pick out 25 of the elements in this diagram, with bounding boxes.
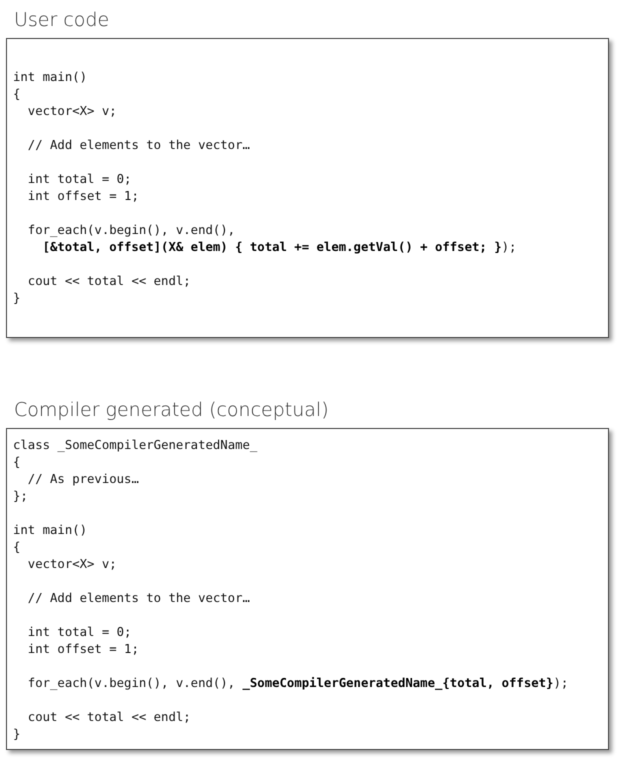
- code-line: }: [13, 290, 20, 307]
- code-line: // Add elements to the vector…: [28, 590, 250, 607]
- code-line: {: [13, 454, 20, 471]
- code-line: int offset = 1;: [28, 188, 139, 205]
- code-line: int total = 0;: [28, 171, 132, 188]
- code-line: int main(): [13, 69, 88, 86]
- code-line: // Add elements to the vector…: [28, 137, 250, 154]
- code-line: vector<X> v;: [28, 556, 117, 573]
- code-line: class _SomeCompilerGeneratedName_: [13, 437, 258, 454]
- code-line: };: [13, 488, 28, 505]
- code-line: {: [13, 86, 20, 103]
- code-line: {: [13, 539, 20, 556]
- code-line: cout << total << endl;: [28, 273, 191, 290]
- code-line: cout << total << endl;: [28, 709, 191, 726]
- section-heading: Compiler generated (conceptual): [14, 398, 329, 422]
- code-line: for_each(v.begin(), v.end(),: [28, 222, 236, 239]
- code-line: vector<X> v;: [28, 103, 117, 120]
- code-line: int offset = 1;: [28, 641, 139, 658]
- code-line: }: [13, 726, 20, 743]
- code-line: [&total, offset](X& elem) { total += elem.getVal() + offset; });: [42, 239, 516, 256]
- code-line: for_each(v.begin(), v.end(), _SomeCompilerGeneratedName_{total, offset});: [28, 675, 568, 692]
- code-line: int main(): [13, 522, 88, 539]
- code-line: // As previous…: [28, 471, 139, 488]
- section-heading: User code: [14, 8, 110, 32]
- code-line: int total = 0;: [28, 624, 132, 641]
